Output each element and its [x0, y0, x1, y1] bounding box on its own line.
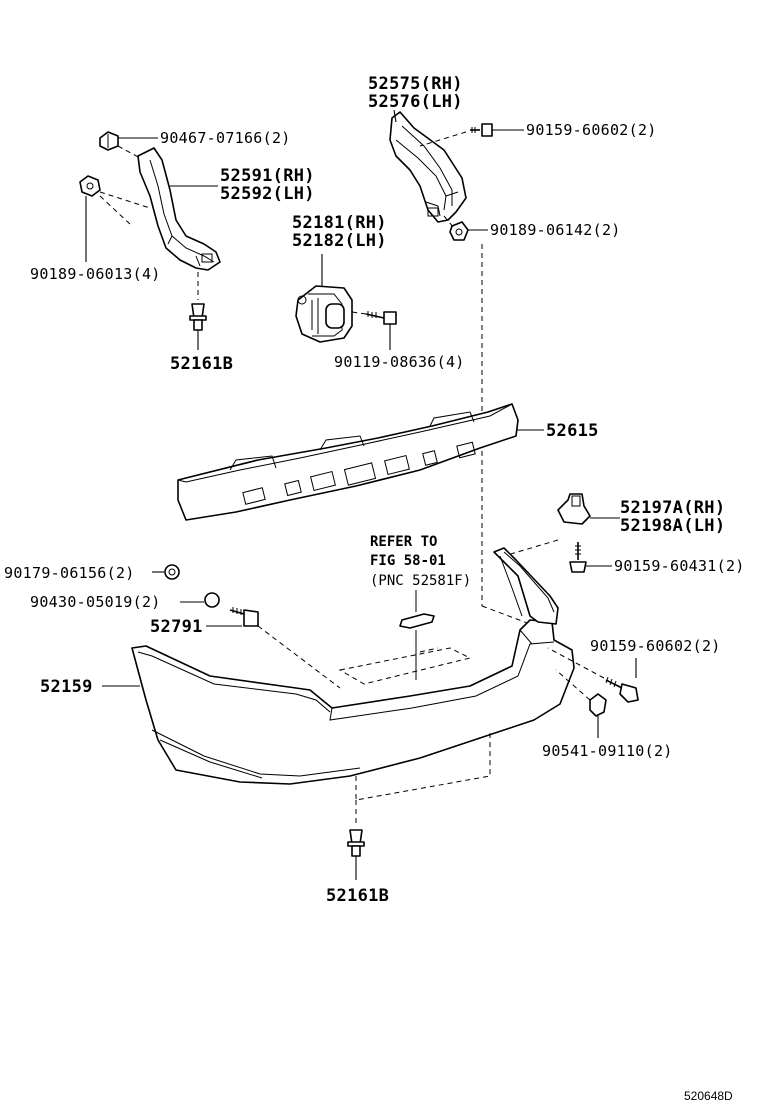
refer-line-3: (PNC 52581F)	[370, 573, 471, 589]
label-90189-left: 90189-06013(4)	[30, 265, 161, 283]
label-52182: 52182(LH)	[292, 231, 387, 251]
label-52161b-upper: 52161B	[170, 354, 233, 374]
figure-code: 520648D	[684, 1089, 733, 1103]
screw-90159-60431	[569, 542, 587, 573]
label-52198a: 52198A(LH)	[620, 516, 725, 536]
rear-bracket-part	[137, 147, 221, 271]
label-52197a: 52197A(RH)	[620, 498, 725, 518]
label-90179: 90179-06156(2)	[4, 564, 135, 582]
cushion-90430	[204, 592, 220, 608]
label-52576: 52576(LH)	[368, 92, 463, 112]
label-52592: 52592(LH)	[220, 184, 315, 204]
label-52161b-lower: 52161B	[326, 886, 389, 906]
clip-90541	[589, 693, 607, 717]
label-90159-60431: 90159-60431(2)	[614, 557, 745, 575]
label-52615: 52615	[546, 421, 599, 441]
grommet-90179	[164, 564, 180, 580]
label-90159-lower: 90159-60602(2)	[590, 637, 721, 655]
label-52791: 52791	[150, 617, 203, 637]
refer-line-2: FIG 58-01	[370, 553, 446, 569]
label-90159-upper: 90159-60602(2)	[526, 121, 657, 139]
label-52159: 52159	[40, 677, 93, 697]
clip-52161b-upper	[189, 303, 207, 331]
bumper-cover-part	[131, 547, 575, 785]
refer-line-1: REFER TO	[370, 534, 437, 550]
side-bracket-part	[389, 111, 467, 223]
label-90541: 90541-09110(2)	[542, 742, 673, 760]
label-52591: 52591(RH)	[220, 166, 315, 186]
label-90119: 90119-08636(4)	[334, 353, 465, 371]
label-90189-right: 90189-06142(2)	[490, 221, 621, 239]
bolt-90159-lower	[605, 676, 639, 703]
label-90430: 90430-05019(2)	[30, 593, 161, 611]
clip-52161b-lower	[347, 829, 365, 857]
clip-90189-right	[449, 221, 469, 241]
label-52181: 52181(RH)	[292, 213, 387, 233]
screw-90467	[99, 131, 119, 151]
clip-52791	[229, 607, 259, 627]
label-52575: 52575(RH)	[368, 74, 463, 94]
sensor-module-part	[295, 285, 353, 343]
bolt-90159-upper	[470, 123, 493, 137]
label-90467: 90467-07166(2)	[160, 129, 291, 147]
bumper-absorber-part	[177, 403, 519, 521]
clip-90189-left	[79, 175, 101, 197]
retainer-52197a	[557, 493, 591, 525]
bolt-90119	[365, 311, 397, 325]
